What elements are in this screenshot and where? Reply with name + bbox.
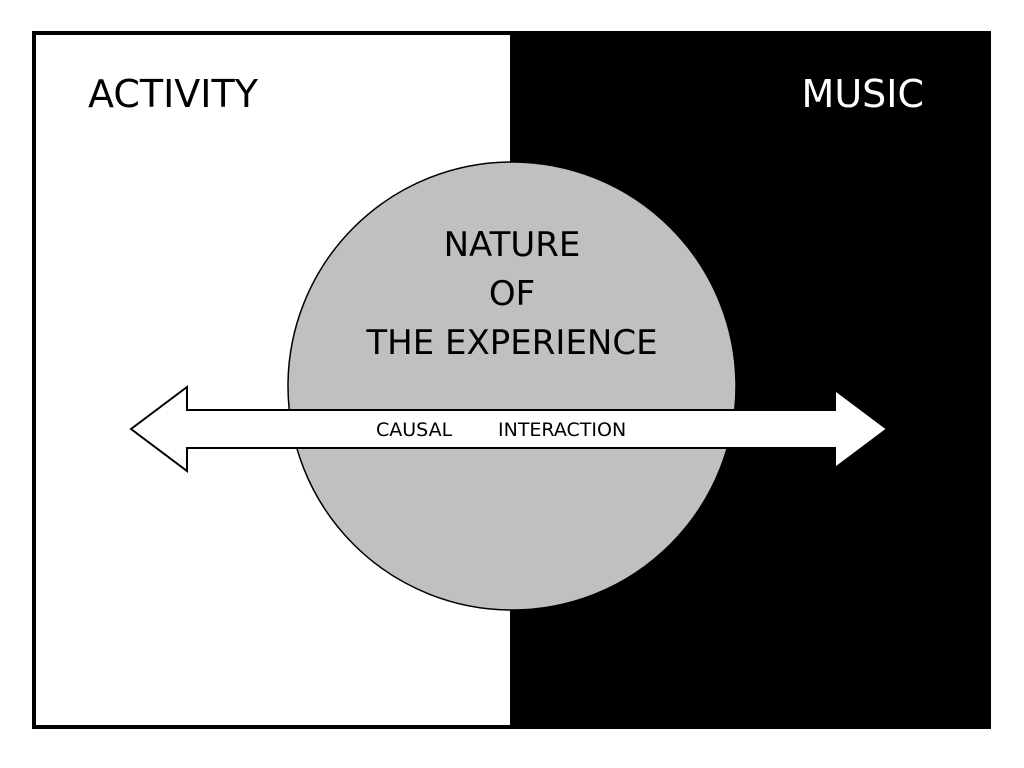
circle-line-3: THE EXPERIENCE: [365, 323, 657, 363]
activity-title: ACTIVITY: [88, 72, 259, 116]
arrow-label-causal: CAUSAL: [376, 419, 453, 441]
double-arrow: [129, 385, 889, 473]
circle-line-2: OF: [489, 274, 535, 314]
circle-line-1: NATURE: [444, 225, 581, 265]
experience-circle: [287, 161, 737, 611]
arrow-label-interaction: INTERACTION: [498, 419, 626, 441]
music-title: MUSIC: [802, 72, 924, 116]
diagram-frame: [32, 31, 991, 729]
